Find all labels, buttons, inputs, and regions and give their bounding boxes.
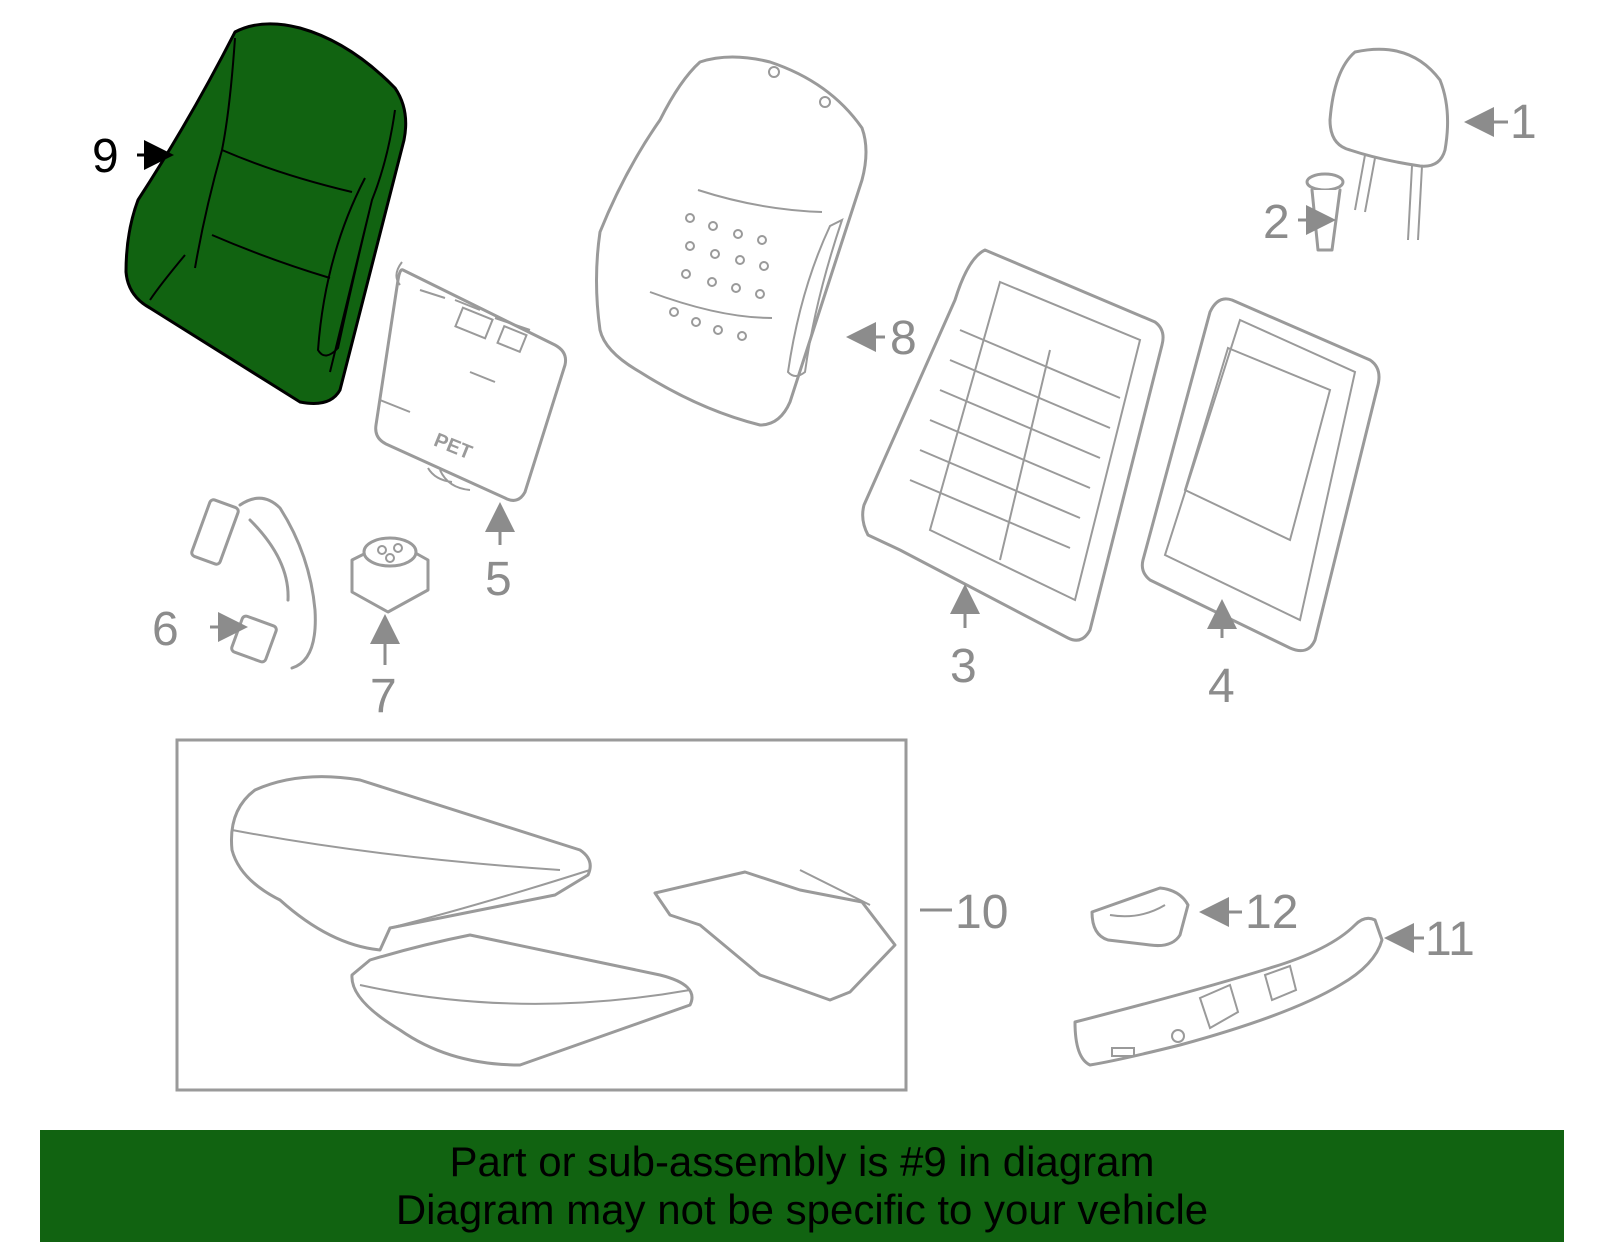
part-9-seat-back-cover[interactable] bbox=[124, 22, 408, 405]
part-8-seat-back-cushion[interactable] bbox=[595, 55, 868, 427]
callout-5: 5 bbox=[485, 553, 512, 606]
part-7-switch[interactable] bbox=[350, 536, 430, 614]
part-11-side-panel[interactable] bbox=[1073, 916, 1384, 1067]
callout-4: 4 bbox=[1208, 660, 1235, 713]
part-3-seat-back-frame[interactable] bbox=[861, 248, 1165, 642]
callout-10: 10 bbox=[955, 886, 1008, 939]
callout-arrows bbox=[137, 107, 1508, 953]
callout-9: 9 bbox=[92, 130, 119, 183]
info-banner: Part or sub-assembly is #9 in diagram Di… bbox=[40, 1130, 1564, 1242]
banner-line-1: Part or sub-assembly is #9 in diagram bbox=[449, 1138, 1155, 1185]
part-12-trim-cover[interactable] bbox=[1090, 886, 1190, 947]
part-4-back-panel[interactable] bbox=[1140, 297, 1381, 653]
callout-6: 6 bbox=[152, 603, 179, 656]
part-5-seat-heater-pad[interactable]: PET bbox=[374, 261, 567, 502]
callout-11: 11 bbox=[1425, 913, 1475, 966]
callout-2: 2 bbox=[1263, 196, 1290, 249]
part-1-headrest[interactable] bbox=[1328, 47, 1450, 241]
part-2-headrest-guide[interactable] bbox=[1305, 172, 1345, 252]
part-6-wiring-harness[interactable] bbox=[190, 496, 317, 670]
part-10-seat-cushion-assembly[interactable] bbox=[175, 738, 908, 1092]
callout-8: 8 bbox=[890, 312, 917, 365]
callout-3: 3 bbox=[950, 640, 977, 693]
callout-1: 1 bbox=[1510, 96, 1537, 149]
banner-line-2: Diagram may not be specific to your vehi… bbox=[395, 1186, 1209, 1233]
callout-7: 7 bbox=[370, 670, 397, 723]
callout-12: 12 bbox=[1245, 886, 1298, 939]
